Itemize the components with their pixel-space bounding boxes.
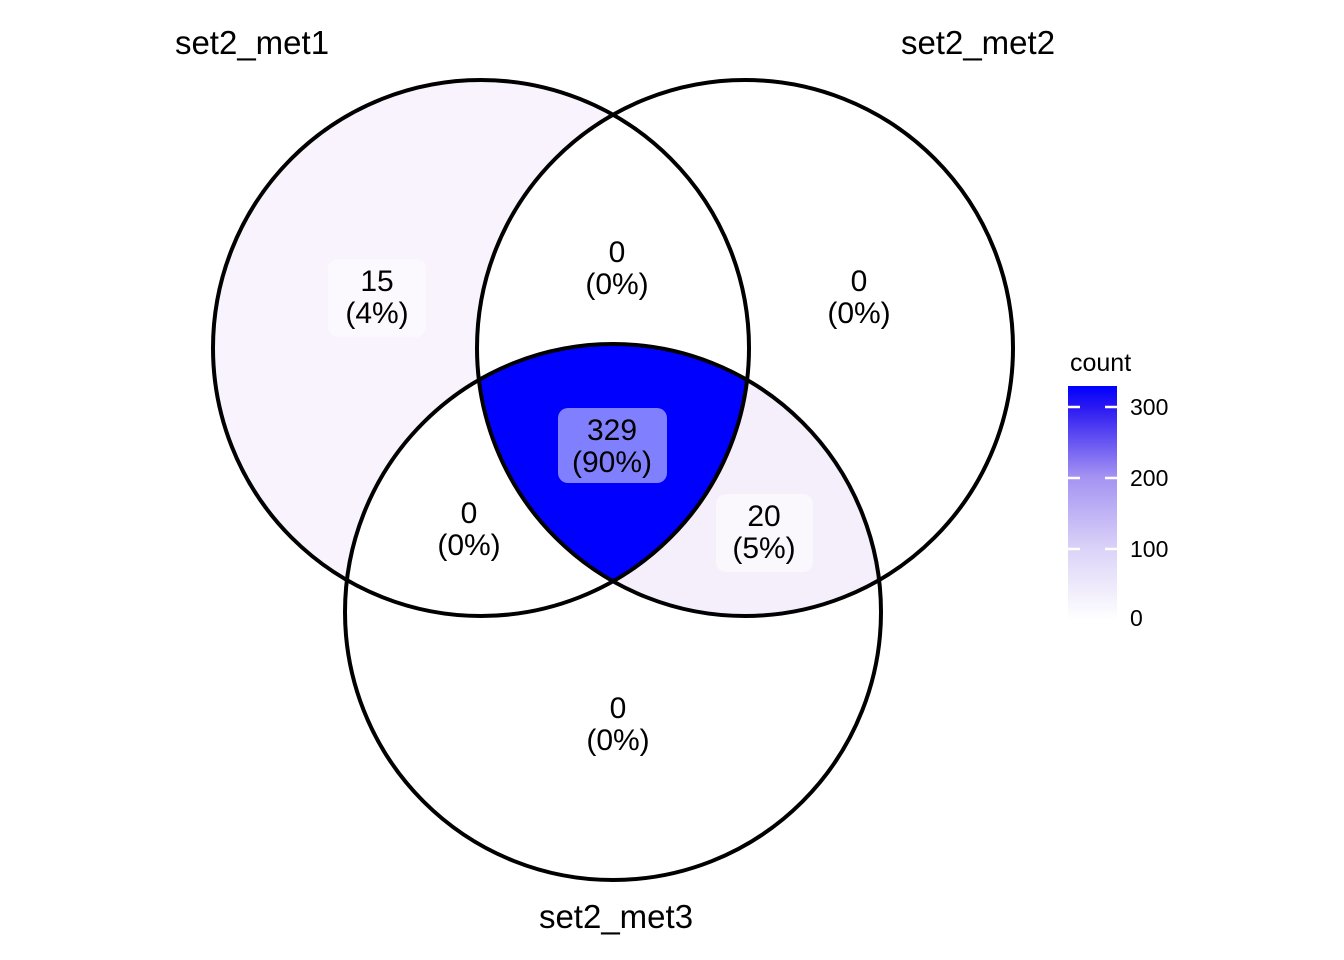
legend-tick-label-0: 0: [1130, 605, 1143, 631]
legend-gradient-bar: [1068, 386, 1117, 620]
region-percent-label: (0%): [437, 529, 500, 562]
circle-outline-set2_met3: [343, 342, 883, 882]
region-percent-label: (90%): [572, 446, 652, 479]
region-percent-label: (4%): [345, 297, 408, 330]
legend-tick-label-100: 100: [1130, 536, 1168, 562]
legend-tick-label-300: 300: [1130, 394, 1168, 420]
region-count-label: 0: [609, 236, 626, 269]
region-label-set2_met1-set2_met2: 0 (0%): [572, 230, 662, 308]
region-count-label: 0: [610, 692, 627, 725]
legend: count 300 200 100 0: [1068, 349, 1168, 631]
region-count-label: 15: [360, 265, 393, 298]
region-count-label: 20: [747, 500, 780, 533]
region-label-set2_met1-only: 15 (4%): [328, 259, 426, 337]
region-label-bg: [328, 259, 426, 337]
region-percent-label: (0%): [585, 268, 648, 301]
circle-outline-set2_met2: [475, 78, 1015, 618]
region-label-bg: [424, 491, 514, 569]
set-label-set2_met2: set2_met2: [901, 24, 1055, 61]
region-count-label: 329: [587, 414, 637, 447]
region-label-bg: [573, 686, 663, 764]
legend-title: count: [1070, 349, 1131, 377]
region-label-set2_met3-only: 0 (0%): [573, 686, 663, 764]
region-percent-label: (5%): [732, 532, 795, 565]
region-label-set2_met2-only: 0 (0%): [814, 259, 904, 337]
set-label-set2_met1: set2_met1: [175, 24, 329, 61]
circle-outline-set2_met1: [211, 78, 751, 618]
legend-tick-label-200: 200: [1130, 465, 1168, 491]
region-label-center-intersection: 329 (90%): [558, 408, 667, 483]
region-percent-label: (0%): [586, 724, 649, 757]
region-label-bg: [814, 259, 904, 337]
region-percent-label: (0%): [827, 297, 890, 330]
region-label-set2_met1-set2_met3: 0 (0%): [424, 491, 514, 569]
region-label-bg: [558, 408, 667, 483]
region-label-set2_met2-set2_met3: 20 (5%): [716, 494, 813, 572]
region-label-bg: [716, 494, 813, 572]
region-count-label: 0: [461, 497, 478, 530]
region-count-label: 0: [851, 265, 868, 298]
set-label-set2_met3: set2_met3: [539, 898, 693, 935]
region-label-bg: [572, 230, 662, 308]
